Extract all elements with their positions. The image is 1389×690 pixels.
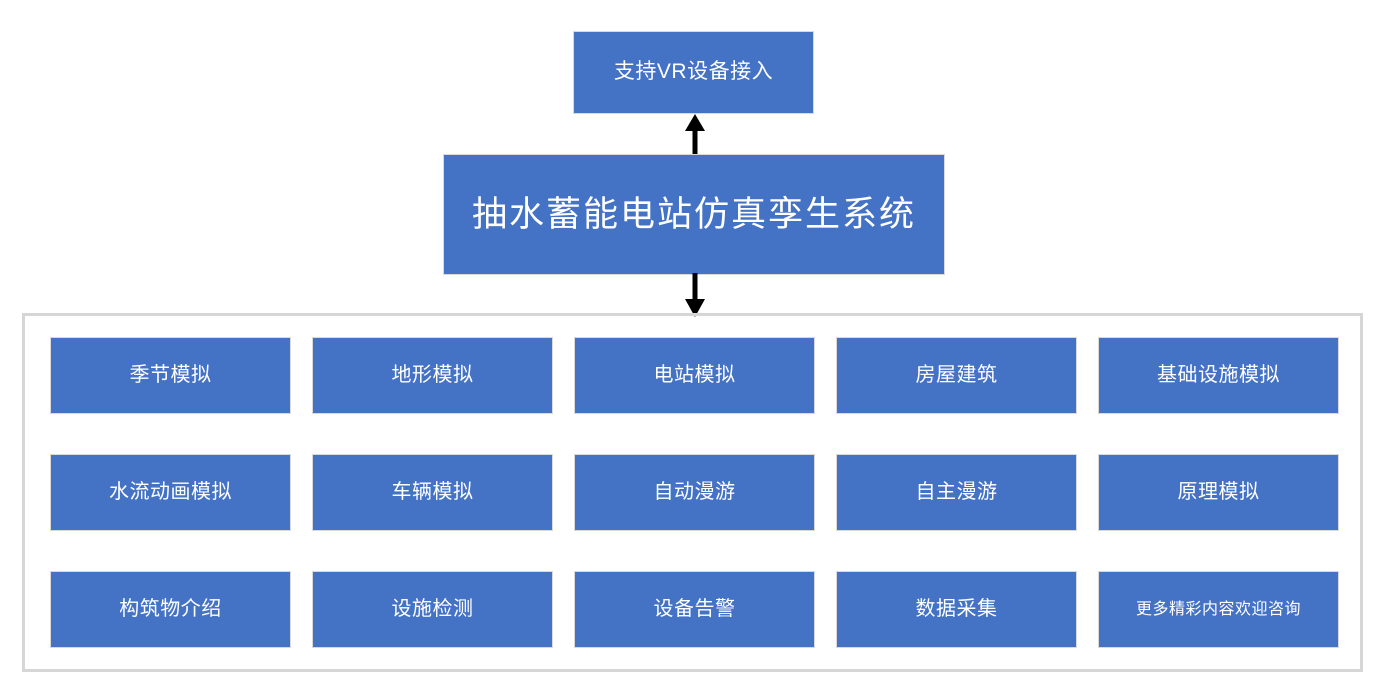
- features-container: 季节模拟 地形模拟 电站模拟 房屋建筑 基础设施模拟 水流动画模拟 车辆模拟: [22, 313, 1363, 672]
- feature-cell-infrastructure-simulation[interactable]: 基础设施模拟: [1098, 337, 1339, 414]
- feature-cell-house-building[interactable]: 房屋建筑: [836, 337, 1077, 414]
- feature-label: 水流动画模拟: [109, 481, 232, 503]
- feature-cell-auto-roaming[interactable]: 自动漫游: [574, 454, 815, 531]
- feature-label: 电站模拟: [653, 364, 736, 386]
- feature-cell-equipment-alarm[interactable]: 设备告警: [574, 571, 815, 648]
- feature-cell-facility-inspection[interactable]: 设施检测: [312, 571, 553, 648]
- feature-label: 自主漫游: [915, 481, 998, 503]
- feature-label: 构筑物介绍: [119, 598, 222, 620]
- arrow-down-icon: [683, 273, 707, 317]
- feature-label: 设施检测: [391, 598, 474, 620]
- arrow-up-icon: [683, 114, 707, 156]
- feature-cell-power-station-simulation[interactable]: 电站模拟: [574, 337, 815, 414]
- feature-cell-data-collection[interactable]: 数据采集: [836, 571, 1077, 648]
- feature-cell-free-roaming[interactable]: 自主漫游: [836, 454, 1077, 531]
- feature-cell-water-flow-animation[interactable]: 水流动画模拟: [50, 454, 291, 531]
- feature-label: 更多精彩内容欢迎咨询: [1135, 600, 1301, 618]
- feature-cell-vehicle-simulation[interactable]: 车辆模拟: [312, 454, 553, 531]
- feature-label: 地形模拟: [391, 364, 474, 386]
- feature-label: 车辆模拟: [391, 481, 474, 503]
- feature-cell-terrain-simulation[interactable]: 地形模拟: [312, 337, 553, 414]
- feature-cell-principle-simulation[interactable]: 原理模拟: [1098, 454, 1339, 531]
- feature-label: 房屋建筑: [915, 364, 998, 386]
- feature-label: 基础设施模拟: [1157, 364, 1280, 386]
- vr-support-node[interactable]: 支持VR设备接入: [573, 31, 814, 114]
- feature-label: 数据采集: [915, 598, 998, 620]
- vr-support-label: 支持VR设备接入: [613, 60, 774, 84]
- system-title-node[interactable]: 抽水蓄能电站仿真孪生系统: [443, 154, 945, 275]
- feature-label: 设备告警: [653, 598, 736, 620]
- feature-label: 原理模拟: [1177, 481, 1260, 503]
- feature-cell-more-info-inquiry[interactable]: 更多精彩内容欢迎咨询: [1098, 571, 1339, 648]
- feature-cell-season-simulation[interactable]: 季节模拟: [50, 337, 291, 414]
- system-title-label: 抽水蓄能电站仿真孪生系统: [471, 194, 916, 234]
- feature-cell-structure-introduction[interactable]: 构筑物介绍: [50, 571, 291, 648]
- feature-label: 季节模拟: [129, 364, 212, 386]
- feature-label: 自动漫游: [653, 481, 736, 503]
- features-grid: 季节模拟 地形模拟 电站模拟 房屋建筑 基础设施模拟 水流动画模拟 车辆模拟: [50, 337, 1339, 648]
